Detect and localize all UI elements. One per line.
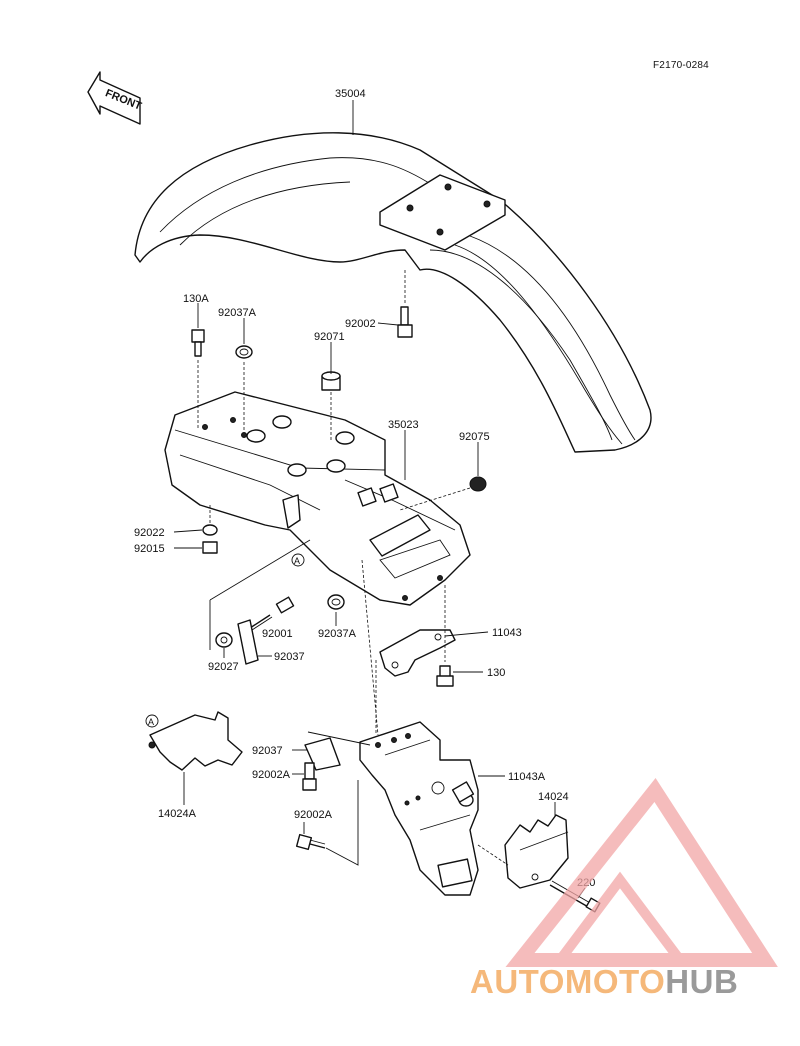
- svg-text:92002A: 92002A: [294, 809, 333, 821]
- label-35023: 35023: [388, 419, 419, 480]
- washer-nut-left-icon: [202, 505, 218, 554]
- grommet-92037a-top-icon: [235, 345, 253, 430]
- svg-text:130: 130: [487, 667, 505, 679]
- watermark-logo: [505, 778, 778, 967]
- svg-text:14024A: 14024A: [158, 808, 197, 820]
- label-130a: 130A: [183, 293, 209, 328]
- label-92071: 92071: [314, 331, 345, 374]
- label-11043a: 11043A: [478, 771, 546, 783]
- diagram-code: F2170-0284: [653, 60, 709, 71]
- svg-text:92075: 92075: [459, 431, 490, 443]
- bolt-92002-icon: [397, 270, 413, 338]
- label-92002a-a: 92002A: [252, 769, 304, 781]
- label-11043: 11043: [444, 627, 522, 639]
- rear-fender-front-section: [164, 391, 471, 606]
- svg-text:130A: 130A: [183, 293, 209, 305]
- label-92002: 92002: [345, 318, 399, 330]
- svg-text:92027: 92027: [208, 661, 239, 673]
- svg-text:92022: 92022: [134, 527, 165, 539]
- washer-92027-icon: [215, 632, 233, 648]
- svg-text:14024: 14024: [538, 791, 569, 803]
- label-14024a: 14024A: [158, 772, 197, 820]
- label-92015: 92015: [134, 543, 202, 555]
- svg-text:11043: 11043: [492, 627, 522, 639]
- label-92037a-top: 92037A: [218, 307, 257, 344]
- bolt-130a-icon: [191, 329, 205, 430]
- svg-text:11043A: 11043A: [508, 771, 546, 783]
- washer-plate-92037-icon: [304, 737, 341, 771]
- label-35004: 35004: [335, 88, 366, 135]
- svg-text:92037A: 92037A: [218, 307, 257, 319]
- grommet-92075-icon: [399, 476, 487, 511]
- label-92027: 92027: [208, 648, 239, 673]
- label-92022: 92022: [134, 527, 203, 539]
- label-92075: 92075: [459, 431, 490, 476]
- mount-11043a: [359, 721, 479, 896]
- bolt-92001-icon: [249, 596, 295, 631]
- bracket-14024a: [148, 711, 243, 771]
- bolt-92002a-upper-icon: [302, 762, 317, 791]
- damper-14024: [504, 814, 569, 889]
- spacer-92037-icon: [237, 619, 259, 665]
- svg-text:35023: 35023: [388, 419, 419, 431]
- label-92037-b: 92037: [252, 745, 307, 757]
- svg-text:92002: 92002: [345, 318, 376, 330]
- label-92037a-bottom: 92037A: [318, 612, 357, 640]
- svg-text:92037: 92037: [252, 745, 283, 757]
- label-92001: 92001: [262, 628, 293, 640]
- svg-text:92015: 92015: [134, 543, 165, 555]
- label-14024: 14024: [538, 791, 569, 816]
- svg-text:92037A: 92037A: [318, 628, 357, 640]
- svg-text:92001: 92001: [262, 628, 293, 640]
- svg-text:35004: 35004: [335, 88, 366, 100]
- bolt-92002a-lower-icon: [295, 833, 326, 851]
- bracket-11043: [379, 629, 456, 677]
- ref-mark-a-lower: A: [145, 714, 159, 728]
- watermark-text: AUTOMOTOHUB: [470, 963, 739, 1000]
- bolt-130-icon: [436, 585, 454, 687]
- ref-mark-a-upper: A: [291, 553, 305, 567]
- svg-text:92071: 92071: [314, 331, 345, 343]
- grommet-92037a-bottom-icon: [327, 594, 345, 610]
- label-130: 130: [453, 667, 505, 679]
- label-92002a-b: 92002A: [294, 809, 333, 834]
- svg-text:A: A: [294, 556, 300, 566]
- front-arrow-icon: FRONT: [87, 71, 143, 125]
- svg-text:92037: 92037: [274, 651, 305, 663]
- label-92037: 92037: [258, 651, 305, 663]
- svg-text:A: A: [148, 717, 154, 727]
- rear-fender: [134, 132, 652, 453]
- svg-text:92002A: 92002A: [252, 769, 291, 781]
- collar-92071-icon: [321, 371, 341, 440]
